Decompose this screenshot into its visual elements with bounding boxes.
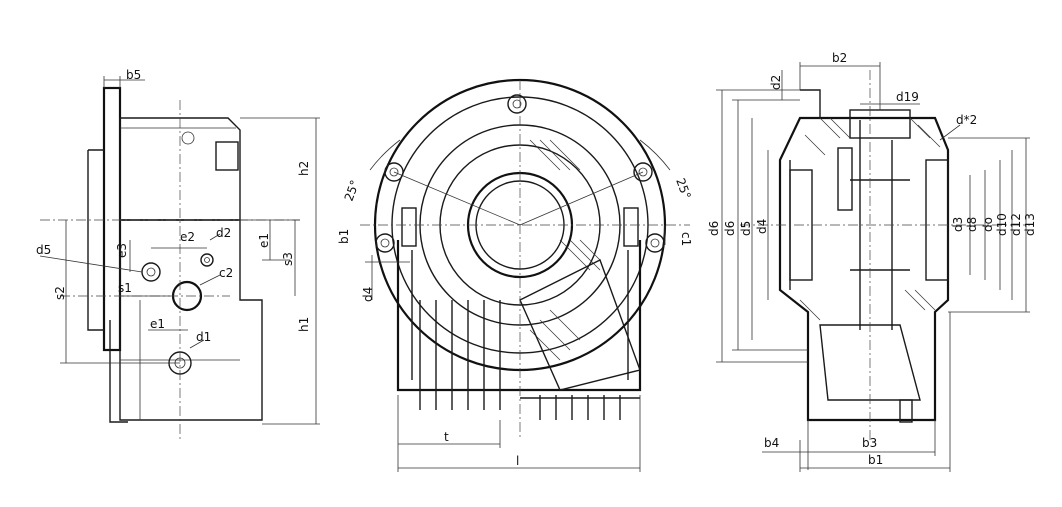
label-do: do (981, 217, 995, 232)
label-d2-left: d2 (216, 226, 231, 240)
label-b4: b4 (764, 436, 779, 450)
label-t: t (444, 430, 449, 444)
label-e1-right: e1 (257, 233, 271, 248)
label-c1: c1 (679, 232, 693, 246)
right-section-view (716, 62, 1030, 472)
label-b1-right: b1 (868, 453, 883, 467)
label-d4-right: d4 (755, 219, 769, 234)
label-d5-left: d5 (36, 243, 51, 257)
section-hatch-right (799, 117, 941, 321)
label-b3: b3 (862, 436, 877, 450)
label-d10: d10 (995, 213, 1009, 236)
label-s2: s2 (53, 286, 67, 300)
section-hatch (529, 139, 601, 361)
label-s3: s3 (281, 252, 295, 266)
label-d1: d1 (196, 330, 211, 344)
label-s1: s1 (118, 281, 132, 295)
label-d6-a: d6 (707, 221, 721, 236)
label-c2: c2 (219, 266, 233, 280)
label-b1-front: b1 (337, 229, 351, 244)
left-side-view (39, 76, 320, 440)
front-view (360, 78, 690, 472)
label-d3: d3 (951, 217, 965, 232)
label-b5: b5 (126, 68, 141, 82)
label-angle-right: 25° (673, 176, 693, 201)
label-e3: e3 (115, 243, 129, 258)
label-h2: h2 (297, 161, 311, 176)
label-d8: d8 (965, 217, 979, 232)
label-d4-front: d4 (361, 287, 375, 302)
label-d5-right: d5 (739, 221, 753, 236)
label-d12: d12 (1009, 213, 1023, 236)
label-e1-bottom: e1 (150, 317, 165, 331)
label-dstar: d*2 (956, 113, 977, 127)
label-angle-left: 25° (342, 178, 362, 203)
label-d6-b: d6 (723, 221, 737, 236)
label-h1: h1 (297, 317, 311, 332)
label-d19: d19 (896, 90, 919, 104)
label-d13: d13 (1023, 213, 1037, 236)
label-d2-right: d2 (769, 75, 783, 90)
label-e2: e2 (180, 230, 195, 244)
label-l: l (516, 454, 519, 468)
label-b2: b2 (832, 51, 847, 65)
